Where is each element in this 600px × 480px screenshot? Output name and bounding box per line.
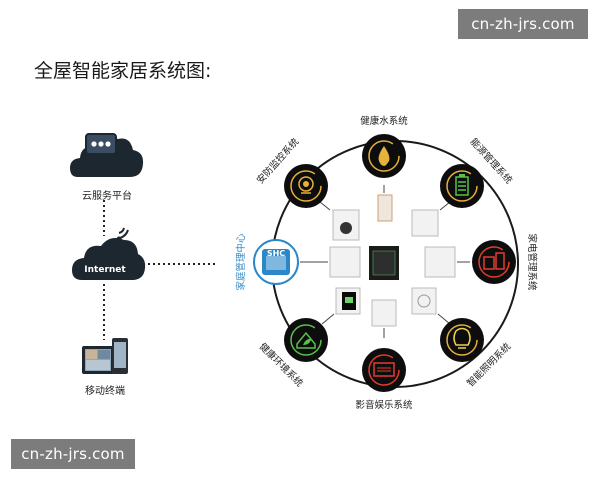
node-water [362,134,406,178]
cloud-platform-icon [70,133,144,177]
lamp-icon [453,327,471,346]
mobile-terminal-label: 移动终端 [85,386,125,397]
appliance-icon [483,256,495,270]
cloud-platform-label: 云服务平台 [82,191,132,202]
device-arrows [300,185,470,338]
hub-badge: SHC [267,249,285,258]
node-appliance [472,240,516,284]
internet-label: Internet [84,265,126,275]
watermark-bottom: cn-zh-jrs.com [11,439,135,469]
node-environment [284,318,328,362]
water-drop-icon [378,146,390,166]
node-media [362,348,406,392]
leaf-house-icon [296,331,316,349]
diagram-title: 全屋智能家居系统图: [34,60,212,82]
mobile-devices-icon [82,338,128,374]
internet-cloud-icon [72,238,146,280]
media-player-icon [373,362,395,377]
hub-node [253,239,299,285]
node-energy [440,164,484,208]
wifi-icon [116,227,129,242]
system-label-water: 健康水系统 [360,115,408,127]
system-label-appliance: 家电管理系统 [526,233,538,291]
hub-label: 家庭管理中心 [235,233,247,291]
camera-icon [298,176,314,192]
system-label-media: 影音娱乐系统 [355,399,413,411]
node-lighting [440,318,484,362]
watermark-top: cn-zh-jrs.com [458,9,588,39]
node-security [284,164,328,208]
center-devices [329,194,456,327]
